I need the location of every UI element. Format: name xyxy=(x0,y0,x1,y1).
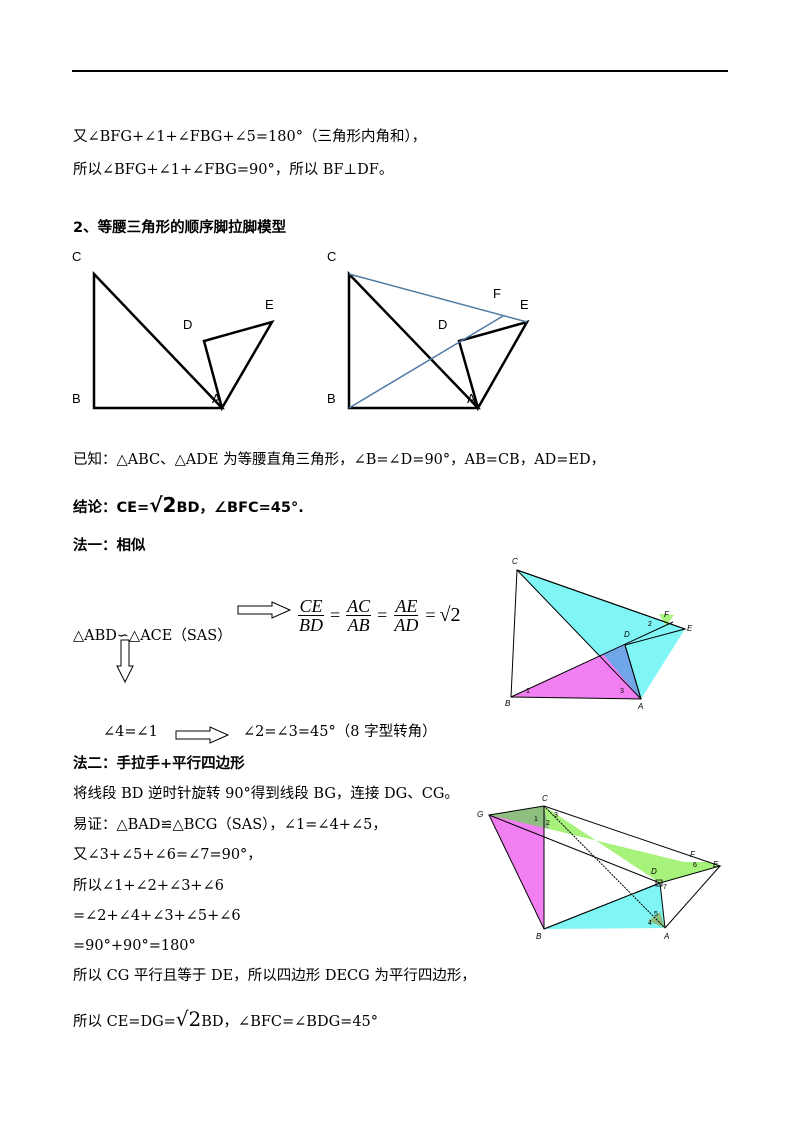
ratio-result: √2 xyxy=(439,604,461,626)
known-text: 已知：△ABC、△ADE 为等腰直角三角形，∠B=∠D=90°，AB=CB，AD… xyxy=(73,452,606,468)
fig4-num-1: 1 xyxy=(534,816,538,823)
fig1-label-a: A xyxy=(212,391,221,406)
conclusion-part-b: BD，∠BFC=45°. xyxy=(176,500,304,516)
similar-text: △ABD∽△ACE（SAS） xyxy=(73,628,232,644)
text-line-2: 所以∠BFG+∠1+∠FBG=90°，所以 BF⊥DF。 xyxy=(73,162,394,178)
method-2-line-2: 易证：△BAD≌△BCG（SAS），∠1=∠4+∠5， xyxy=(73,817,387,833)
fig4-label-d: D xyxy=(651,867,657,876)
fig4-label-c: C xyxy=(542,794,548,803)
fig2-label-b: B xyxy=(327,391,336,406)
fig3-label-e: E xyxy=(687,624,693,633)
sqrt-two-2: √2 xyxy=(175,1007,202,1031)
fig1-label-d: D xyxy=(183,317,193,332)
line8-part-a: 所以 CE=DG= xyxy=(73,1014,176,1030)
fig3-label-c: C xyxy=(512,557,518,566)
fig4-label-b: B xyxy=(536,932,542,941)
fig3-label-d: D xyxy=(624,630,630,639)
fig3-label-a: A xyxy=(638,702,644,711)
fig4-num-5: 5 xyxy=(654,911,658,918)
fig4-num-3: 3 xyxy=(554,812,558,819)
sqrt-two: √2 xyxy=(149,493,177,517)
fig4-label-g: G xyxy=(477,810,484,819)
fig1-label-e: E xyxy=(265,297,274,312)
fig3-label-b: B xyxy=(505,699,511,708)
fig4-label-e: E xyxy=(713,860,719,869)
header-rule xyxy=(72,70,728,72)
fig4-num-6: 6 xyxy=(693,862,697,869)
method-2-line-7: 所以 CG 平行且等于 DE，所以四边形 DECG 为平行四边形， xyxy=(73,968,476,984)
conclusion-part-a: 结论：CE= xyxy=(73,500,150,516)
fig2-label-a: A xyxy=(467,391,476,406)
method-2-line-3: 又∠3+∠5+∠6=∠7=90°， xyxy=(73,847,262,863)
fig3-label-f: F xyxy=(664,610,669,619)
conclusion: 结论：CE=√2BD，∠BFC=45°. xyxy=(73,493,304,517)
line8-part-b: BD，∠BFC=∠BDG=45° xyxy=(201,1014,379,1030)
method-1-heading: 法一：相似 xyxy=(73,538,146,554)
method-2-line-8: 所以 CE=DG=√2BD，∠BFC=∠BDG=45° xyxy=(73,1007,379,1031)
fig4-num-7: 7 xyxy=(663,884,667,891)
fig3-num-1: 1 xyxy=(526,688,530,695)
angle2-text: ∠2=∠3=45°（8 字型转角） xyxy=(243,724,437,740)
fig3-num-3: 3 xyxy=(620,688,624,695)
fig4-label-f: F xyxy=(690,850,695,859)
fig1-label-b: B xyxy=(72,391,81,406)
fig1-label-c: C xyxy=(72,249,82,264)
fig2-label-c: C xyxy=(327,249,337,264)
method-2-heading: 法二：手拉手+平行四边形 xyxy=(73,756,245,772)
fig3-num-2: 2 xyxy=(648,621,652,628)
method-2-line-4: 所以∠1+∠2+∠3+∠6 xyxy=(73,878,224,894)
fig2-label-f: F xyxy=(493,286,501,301)
fig2-label-e: E xyxy=(520,297,529,312)
method-2-line-5: =∠2+∠4+∠3+∠5+∠6 xyxy=(73,908,241,924)
fig2-label-d: D xyxy=(438,317,448,332)
text-line-1: 又∠BFG+∠1+∠FBG+∠5=180°（三角形内角和）， xyxy=(73,129,427,145)
fig4-num-4: 4 xyxy=(648,920,652,927)
fig4-label-a: A xyxy=(664,932,670,941)
method-2-line-6: =90°+90°=180° xyxy=(73,938,196,954)
angle4-text: ∠4=∠1 xyxy=(103,724,158,740)
section-heading: 2、等腰三角形的顺序脚拉脚模型 xyxy=(73,220,287,236)
fig4-num-2: 2 xyxy=(546,820,550,827)
method-2-line-1: 将线段 BD 逆时针旋转 90°得到线段 BG，连接 DG、CG。 xyxy=(73,786,459,802)
